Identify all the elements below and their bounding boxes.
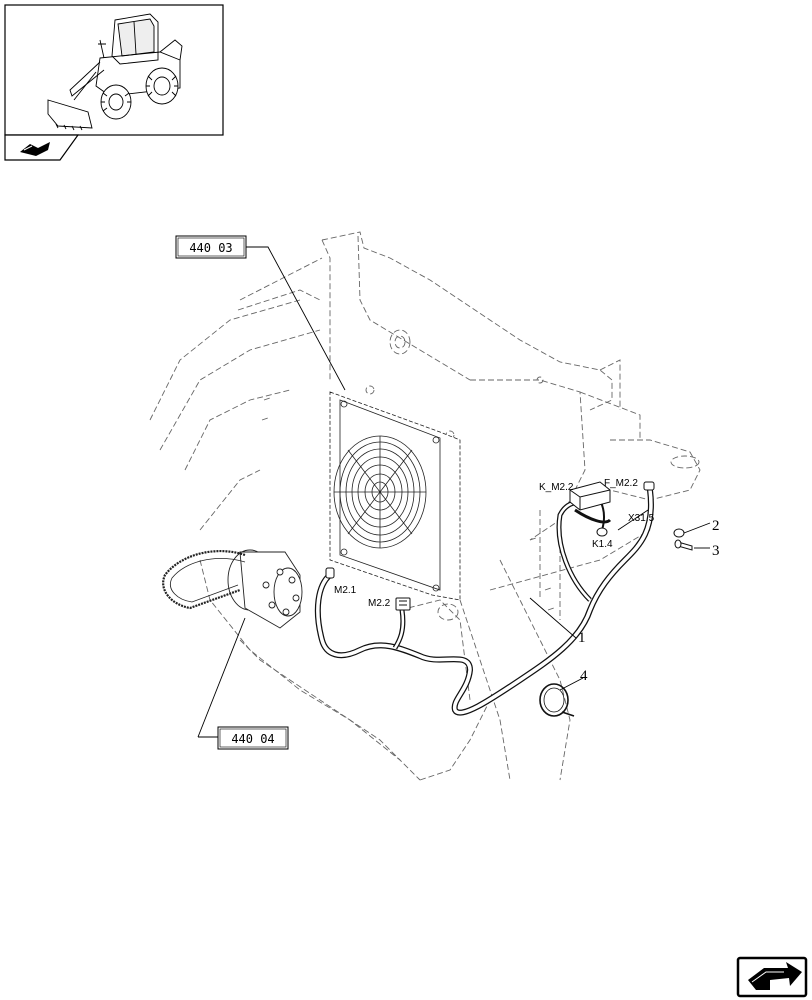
section-tab-icon (20, 142, 50, 156)
ac-compressor (162, 549, 303, 629)
connector-m22 (395, 597, 411, 611)
screw-part (674, 539, 693, 551)
connector-x315 (643, 481, 655, 491)
item-number-washer: 2 (712, 518, 720, 534)
relay-fuse-box (569, 481, 611, 511)
label-f-m22: F_M2.2 (604, 478, 638, 489)
item-number-clamp: 4 (580, 668, 588, 684)
hose-clamp-part (539, 683, 575, 717)
reference-callout-upper[interactable]: 440 03 (175, 235, 247, 259)
radiator-fan-assembly (329, 391, 461, 601)
label-k14: K1.4 (592, 539, 613, 550)
label-x315: X31.5 (628, 513, 655, 524)
connector-m21 (325, 567, 335, 579)
frame-outline (149, 231, 701, 781)
wheel-loader-thumbnail-icon (47, 13, 183, 131)
ring-terminal-k14 (596, 527, 608, 537)
label-m21: M2.1 (334, 585, 357, 596)
reference-text-lower: 440 04 (231, 732, 274, 746)
reference-text-upper: 440 03 (189, 241, 232, 255)
thumbnail-panel (4, 4, 224, 161)
leader-lines (197, 246, 711, 738)
label-m22: M2.2 (368, 598, 391, 609)
label-k-m22: K_M2.2 (539, 482, 574, 493)
item-number-harness: 1 (578, 630, 586, 646)
item-number-screw: 3 (712, 543, 720, 559)
reference-callout-lower[interactable]: 440 04 (217, 726, 289, 750)
next-page-arrow-icon[interactable] (736, 956, 808, 998)
washer-part (673, 528, 685, 538)
